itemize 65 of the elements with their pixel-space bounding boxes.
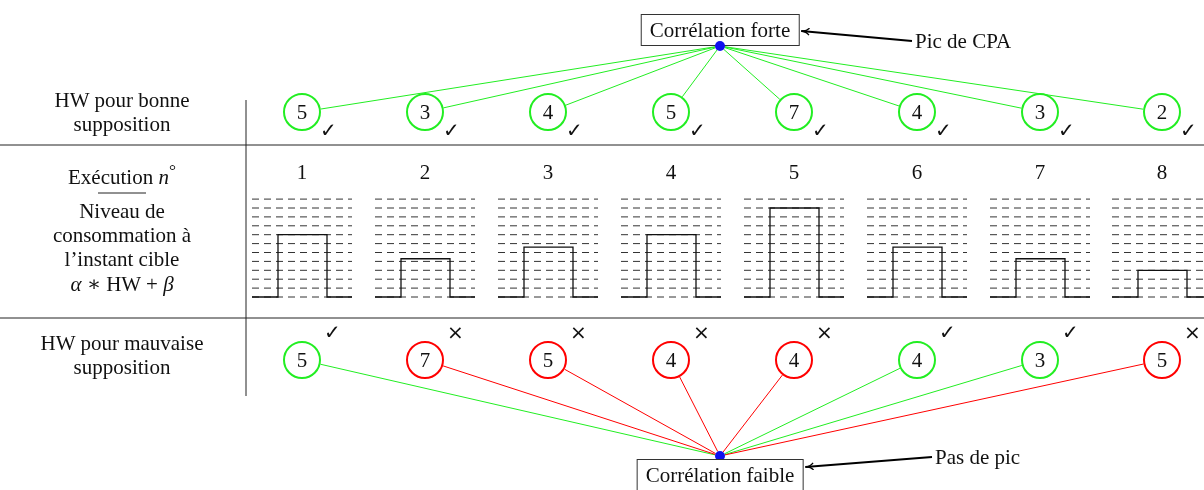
status-mark: ✓ (1180, 120, 1197, 140)
status-mark: × (1184, 322, 1201, 342)
execution-number: 4 (664, 160, 678, 184)
execution-number: 6 (910, 160, 924, 184)
hw-circle: 3 (1021, 93, 1059, 131)
status-mark: ✓ (689, 120, 706, 140)
connector-line (443, 46, 716, 109)
connector-line (724, 367, 901, 455)
status-mark: ✓ (324, 322, 341, 342)
row-label: α ∗ HW + β (69, 272, 175, 296)
hw-circle: 3 (1021, 341, 1059, 379)
hw-circle: 4 (898, 341, 936, 379)
status-mark: ✓ (812, 120, 829, 140)
hw-circle: 4 (529, 93, 567, 131)
execution-number: 8 (1155, 160, 1169, 184)
execution-number: 5 (787, 160, 801, 184)
hw-circle: 5 (283, 341, 321, 379)
hw-circle: 3 (406, 93, 444, 131)
peak-dot (715, 41, 725, 51)
execution-number: 2 (418, 160, 432, 184)
correlation-box: Corrélation forte (640, 14, 800, 46)
hw-circle: 4 (898, 93, 936, 131)
hw-circle: 4 (652, 341, 690, 379)
execution-number: 1 (295, 160, 309, 184)
connector-line (724, 363, 1144, 456)
connector-line (320, 46, 716, 110)
hw-circle: 5 (1143, 341, 1181, 379)
status-mark: ✓ (320, 120, 337, 140)
connector-line (320, 363, 716, 456)
status-mark: ✓ (1058, 120, 1075, 140)
status-mark: ✓ (566, 120, 583, 140)
connector-line (724, 46, 1022, 109)
annotation-text: Pas de pic (935, 444, 1021, 470)
hw-circle: 7 (775, 93, 813, 131)
hw-circle: 5 (529, 341, 567, 379)
hw-circle: 5 (283, 93, 321, 131)
correlation-box: Corrélation faible (636, 459, 804, 490)
connector-line (724, 47, 900, 107)
status-mark: × (447, 322, 464, 342)
status-mark: ✓ (935, 120, 952, 140)
row-label: HW pour bonne supposition (53, 88, 191, 136)
connector-line (722, 374, 783, 453)
connector-line (442, 365, 716, 455)
row-label: HW pour mauvaise supposition (39, 331, 205, 379)
hw-circle: 4 (775, 341, 813, 379)
connector-line (724, 364, 1023, 456)
hw-circle: 2 (1143, 93, 1181, 131)
status-mark: ✓ (1062, 322, 1079, 342)
execution-number: 3 (541, 160, 555, 184)
status-mark: × (570, 322, 587, 342)
status-mark: ✓ (443, 120, 460, 140)
hw-circle: 7 (406, 341, 444, 379)
connector-line (724, 46, 1144, 110)
annotation-text: Pic de CPA (915, 28, 1012, 54)
status-mark: × (816, 322, 833, 342)
status-mark: × (693, 322, 710, 342)
hw-circle: 5 (652, 93, 690, 131)
connector-line (723, 48, 781, 100)
execution-number: 7 (1033, 160, 1047, 184)
status-mark: ✓ (939, 322, 956, 342)
row-label: Exécution n$^{°}$ (67, 159, 177, 189)
connector-line (565, 47, 716, 106)
connector-line (679, 376, 719, 453)
connector-line (681, 49, 718, 98)
connector-line (564, 368, 717, 455)
